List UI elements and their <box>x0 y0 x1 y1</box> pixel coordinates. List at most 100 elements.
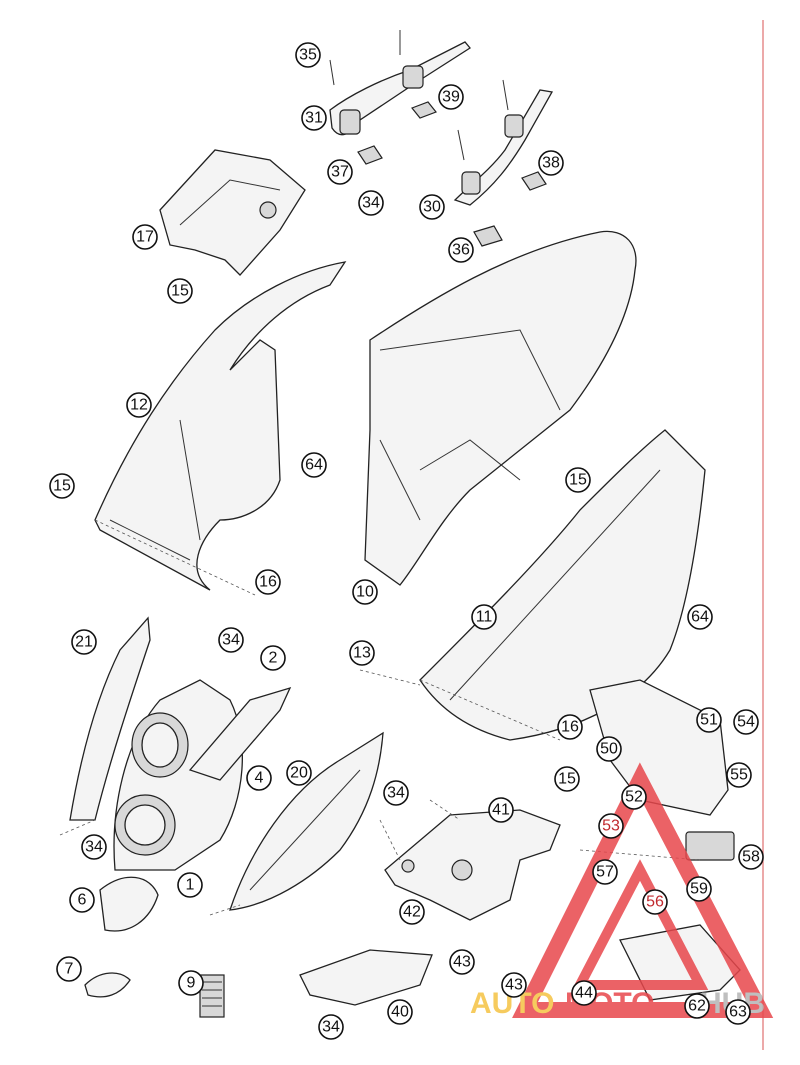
callout-label: 34 <box>362 195 380 212</box>
front-fin <box>188 686 292 781</box>
callout-43: 43 <box>501 972 527 998</box>
callout-label: 15 <box>558 771 576 788</box>
callout-label: 57 <box>596 864 614 881</box>
callout-label: 50 <box>600 741 618 758</box>
callout-label: 41 <box>492 802 510 819</box>
under-plate <box>299 949 433 1006</box>
callout-label: 62 <box>688 998 706 1015</box>
fairing-side-panel <box>229 731 384 911</box>
callout-1: 1 <box>177 872 203 898</box>
callout-59: 59 <box>686 876 712 902</box>
callout-16: 16 <box>557 714 583 740</box>
callout-56: 56 <box>642 889 668 915</box>
callout-circle <box>56 956 82 982</box>
callout-50: 50 <box>596 736 622 762</box>
callout-label: 51 <box>700 712 718 729</box>
callout-label: 38 <box>542 155 560 172</box>
callout-44: 44 <box>571 980 597 1006</box>
bracket-38 <box>521 171 547 191</box>
number-plate-50 <box>589 679 729 816</box>
callout-39: 39 <box>438 84 464 110</box>
callout-circle <box>352 579 378 605</box>
callout-38: 38 <box>538 150 564 176</box>
callout-label: 16 <box>259 574 277 591</box>
callout-label: 1 <box>186 877 195 894</box>
callout-circle <box>725 999 751 1025</box>
callout-circle <box>301 105 327 131</box>
callout-circle <box>686 876 712 902</box>
callout-label: 15 <box>171 283 189 300</box>
callout-40: 40 <box>387 999 413 1025</box>
callout-label: 31 <box>305 110 323 127</box>
grab-rail-left <box>329 30 471 136</box>
bracket-37 <box>357 145 383 165</box>
callout-52: 52 <box>621 784 647 810</box>
callout-circle <box>81 834 107 860</box>
visor-6 <box>99 876 159 932</box>
callout-circle <box>684 993 710 1019</box>
callout-circle <box>49 473 75 499</box>
callout-label: 58 <box>742 849 760 866</box>
callout-circle <box>592 859 618 885</box>
callout-circle <box>387 999 413 1025</box>
callout-circle <box>178 970 204 996</box>
callout-36: 36 <box>448 237 474 263</box>
callout-label: 44 <box>575 985 593 1002</box>
callout-circle <box>126 392 152 418</box>
callout-2: 2 <box>260 645 286 671</box>
callout-circle <box>167 278 193 304</box>
callout-15: 15 <box>554 766 580 792</box>
callout-label: 34 <box>322 1019 340 1036</box>
callout-7: 7 <box>56 956 82 982</box>
callout-64: 64 <box>687 604 713 630</box>
callout-label: 34 <box>222 632 240 649</box>
callout-43: 43 <box>449 949 475 975</box>
callout-circle <box>260 645 286 671</box>
callout-label: 52 <box>625 789 643 806</box>
callout-circle <box>349 640 375 666</box>
callout-circle <box>358 190 384 216</box>
callout-37: 37 <box>327 159 353 185</box>
callout-circle <box>383 780 409 806</box>
callout-circle <box>69 887 95 913</box>
callout-label: 64 <box>691 609 709 626</box>
callout-51: 51 <box>696 707 722 733</box>
headlight-cowl <box>113 679 243 871</box>
callout-34: 34 <box>358 190 384 216</box>
callout-11: 11 <box>471 604 497 630</box>
callout-63: 63 <box>725 999 751 1025</box>
callout-21: 21 <box>71 629 97 655</box>
side-cover-right <box>419 429 706 741</box>
reflector-58 <box>685 831 735 861</box>
callout-label: 9 <box>187 975 196 992</box>
callout-circle <box>598 813 624 839</box>
callout-circle <box>488 797 514 823</box>
callout-label: 20 <box>290 765 308 782</box>
callout-circle <box>538 150 564 176</box>
callout-circle <box>71 629 97 655</box>
callout-label: 36 <box>452 242 470 259</box>
callout-30: 30 <box>419 194 445 220</box>
callout-31: 31 <box>301 105 327 131</box>
callout-circle <box>295 42 321 68</box>
callout-circle <box>642 889 668 915</box>
callout-12: 12 <box>126 392 152 418</box>
callout-label: 54 <box>737 714 755 731</box>
callout-34: 34 <box>383 780 409 806</box>
callout-label: 11 <box>476 609 493 626</box>
callout-53: 53 <box>598 813 624 839</box>
callout-label: 15 <box>569 472 587 489</box>
callout-label: 55 <box>730 767 748 784</box>
callout-circle <box>471 604 497 630</box>
callout-circle <box>286 760 312 786</box>
callout-circle <box>177 872 203 898</box>
callout-label: 10 <box>356 584 374 601</box>
callout-17: 17 <box>132 224 158 250</box>
callout-35: 35 <box>295 42 321 68</box>
callout-34: 34 <box>318 1014 344 1040</box>
callout-42: 42 <box>399 899 425 925</box>
callout-label: 7 <box>65 961 74 978</box>
callout-label: 13 <box>353 645 371 662</box>
callout-label: 4 <box>255 770 264 787</box>
callout-label: 40 <box>391 1004 409 1021</box>
